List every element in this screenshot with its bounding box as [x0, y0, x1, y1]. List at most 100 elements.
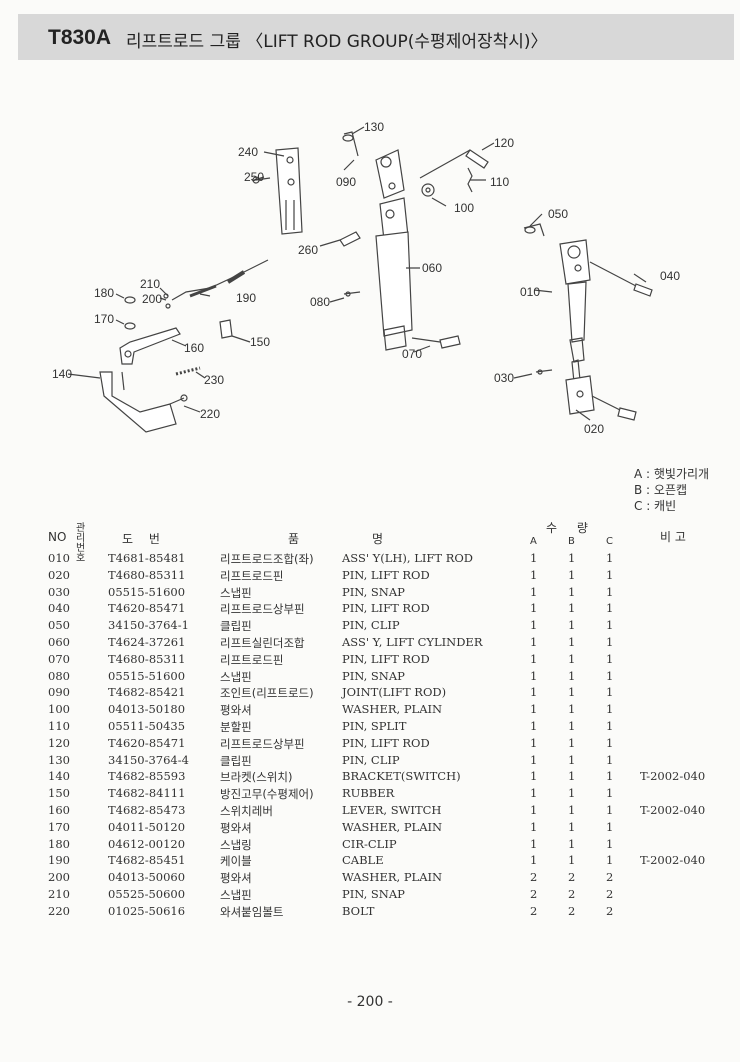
cell-no: 110 [48, 718, 70, 733]
cell-kr: 분할핀 [220, 719, 252, 734]
cell-a: 1 [530, 601, 538, 616]
cell-en: PIN, SPLIT [342, 718, 407, 733]
cell-kr: 평와셔 [220, 871, 252, 886]
cell-part-no: T4682-84111 [108, 786, 186, 801]
cell-kr: 평와셔 [220, 820, 252, 835]
cell-part-no: T4682-85593 [108, 769, 186, 784]
cell-en: PIN, SNAP [342, 886, 405, 901]
cell-c: 1 [606, 685, 614, 700]
cell-kr: 스냅핀 [220, 887, 252, 902]
cell-b: 1 [568, 702, 576, 717]
cell-no: 090 [48, 685, 70, 700]
callout-100: 100 [454, 201, 474, 215]
cell-no: 190 [48, 853, 70, 868]
cell-no: 200 [48, 870, 70, 885]
cell-b: 1 [568, 668, 576, 683]
cell-kr: 조인트(리프트로드) [220, 686, 314, 701]
cell-a: 1 [530, 836, 538, 851]
callout-230: 230 [204, 373, 224, 387]
callout-170: 170 [94, 312, 114, 326]
cell-part-no: T4620-85471 [108, 735, 186, 750]
callout-130: 130 [364, 120, 384, 134]
callout-070: 070 [402, 347, 422, 361]
cell-b: 1 [568, 685, 576, 700]
cell-b: 1 [568, 819, 576, 834]
callout-250: 250 [244, 170, 264, 184]
col-partno-header: 도 번 [122, 532, 166, 546]
cell-part-no: 04011-50120 [108, 819, 186, 834]
cell-c: 2 [606, 886, 614, 901]
cell-c: 1 [606, 634, 614, 649]
cell-c: 1 [606, 718, 614, 733]
cell-part-no: T4682-85421 [108, 685, 186, 700]
cell-b: 1 [568, 836, 576, 851]
cell-c: 1 [606, 786, 614, 801]
callout-140: 140 [52, 367, 72, 381]
cell-no: 140 [48, 769, 70, 784]
cell-c: 1 [606, 769, 614, 784]
cell-no: 170 [48, 819, 70, 834]
cell-b: 1 [568, 752, 576, 767]
callout-030: 030 [494, 371, 514, 385]
cell-a: 1 [530, 668, 538, 683]
cell-a: 1 [530, 618, 538, 633]
cell-a: 1 [530, 651, 538, 666]
cell-b: 1 [568, 584, 576, 599]
col-remark-header: 비 고 [660, 530, 686, 544]
cell-c: 1 [606, 802, 614, 817]
cell-en: ASS' Y(LH), LIFT ROD [342, 551, 474, 565]
cell-remark: T-2002-040 [640, 769, 706, 784]
cell-en: BRACKET(SWITCH) [342, 769, 461, 784]
legend: A : 햇빛가리개 B : 오픈캡 C : 캐빈 [634, 466, 709, 514]
cell-b: 1 [568, 718, 576, 733]
cell-en: CABLE [342, 853, 384, 868]
cell-a: 1 [530, 752, 538, 767]
cell-kr: 스냅핀 [220, 669, 252, 684]
cell-kr: 방진고무(수평제어) [220, 787, 314, 802]
cell-en: ASS' Y, LIFT CYLINDER [342, 634, 483, 649]
cell-c: 1 [606, 702, 614, 717]
cell-no: 030 [48, 584, 70, 599]
callout-010: 010 [520, 285, 540, 299]
col-qty-header: 수 량 [546, 521, 596, 535]
cell-a: 1 [530, 567, 538, 582]
legend-item-c: C : 캐빈 [634, 499, 677, 513]
cell-part-no: T4681-85481 [108, 551, 186, 565]
cell-remark: T-2002-040 [640, 802, 706, 817]
cell-en: CIR-CLIP [342, 836, 397, 851]
cell-kr: 리프트로드핀 [220, 568, 284, 583]
cell-no: 070 [48, 651, 70, 666]
exploded-parts-diagram: 130 120 240 250 090 110 100 260 060 050 … [52, 120, 680, 436]
cell-b: 2 [568, 903, 576, 918]
cell-part-no: 05515-51600 [108, 668, 186, 683]
cell-c: 1 [606, 551, 614, 565]
cell-a: 1 [530, 685, 538, 700]
callout-110: 110 [490, 175, 509, 189]
cell-en: PIN, LIFT ROD [342, 601, 430, 616]
cell-part-no: 34150-3764-1 [108, 618, 189, 633]
callout-060: 060 [422, 261, 442, 275]
cell-b: 1 [568, 618, 576, 633]
cell-kr: 평와셔 [220, 703, 252, 718]
callout-240: 240 [238, 145, 258, 159]
cell-a: 1 [530, 551, 538, 565]
cell-c: 1 [606, 651, 614, 666]
cell-en: JOINT(LIFT ROD) [342, 685, 447, 700]
cell-a: 2 [530, 886, 538, 901]
cell-part-no: 04612-00120 [108, 836, 186, 851]
cell-a: 2 [530, 870, 538, 885]
callout-160: 160 [184, 341, 204, 355]
cell-no: 080 [48, 668, 70, 683]
callout-120: 120 [494, 136, 514, 150]
cell-en: PIN, LIFT ROD [342, 567, 430, 582]
cell-kr: 스냅핀 [220, 585, 252, 600]
cell-c: 1 [606, 853, 614, 868]
cell-b: 1 [568, 567, 576, 582]
